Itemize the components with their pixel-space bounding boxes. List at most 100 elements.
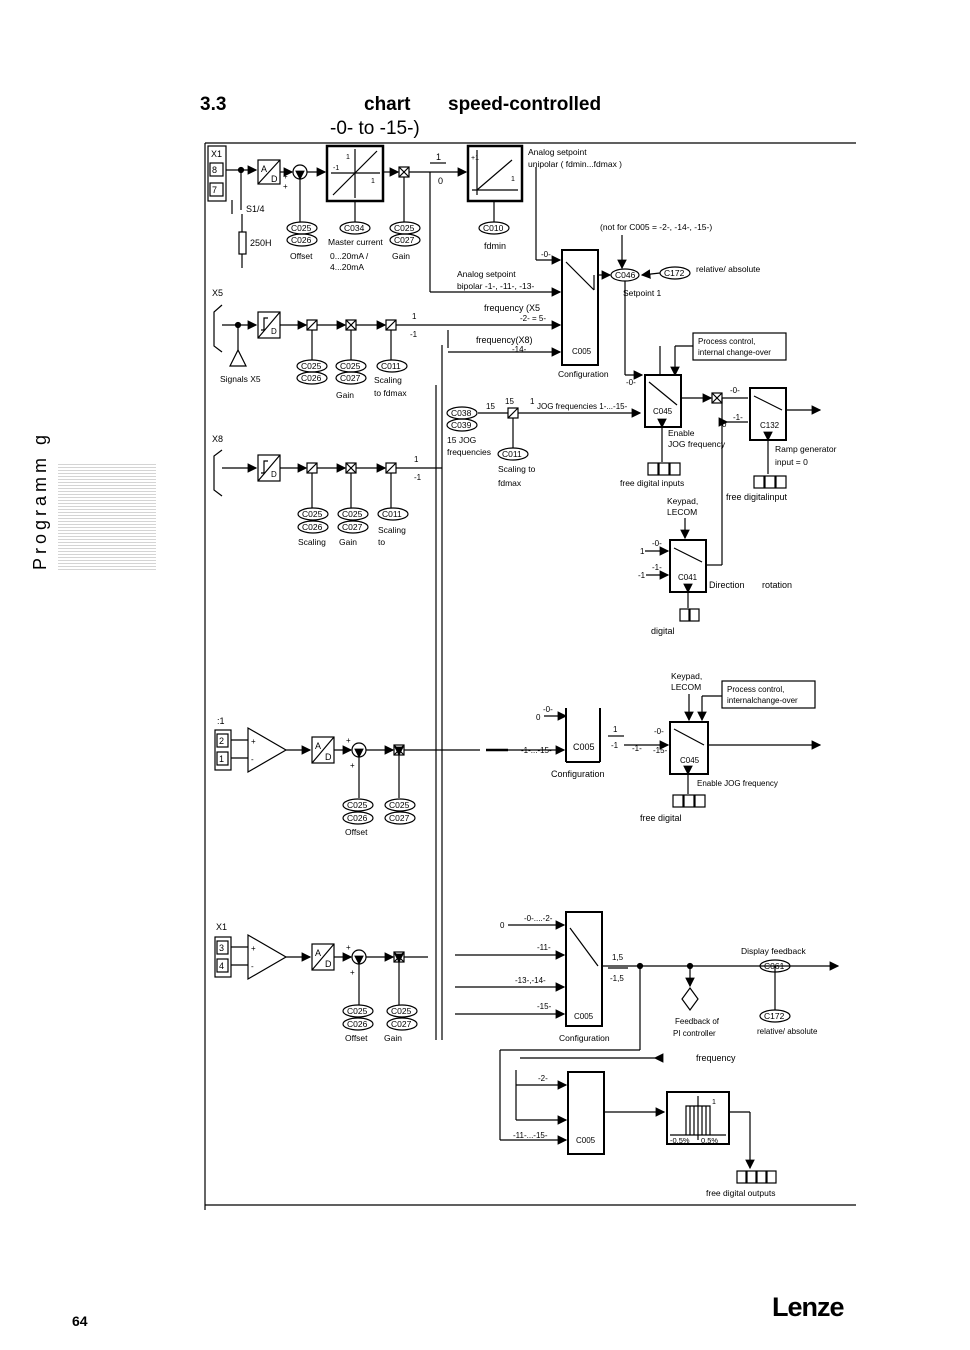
jog-frequencies-label: frequencies [447, 447, 491, 457]
window-neg-label: -0.5% [670, 1136, 690, 1145]
process-control-box-2 [721, 680, 816, 709]
ad-converter-mid: A D [311, 736, 335, 764]
x8-label: X8 [212, 434, 223, 444]
code-c027-x8-gain: C027 [337, 520, 369, 534]
svg-text:15: 15 [486, 402, 495, 411]
configuration-label-2: Configuration [551, 769, 605, 779]
window-pos-label: 0.5% [701, 1136, 718, 1145]
code-c025-x5-gain: C025 [335, 359, 367, 373]
svg-text:C025: C025 [347, 800, 368, 810]
svg-text:C025: C025 [391, 1006, 412, 1016]
freq-converter-x5: D [257, 311, 281, 339]
internal-changeover-label-1: internal change-over [698, 348, 771, 357]
code-c027-mid-gain: C027 [384, 811, 416, 825]
svg-text:C041: C041 [678, 573, 698, 582]
svg-text:-: - [251, 962, 254, 971]
pi-controller-label: PI controller [673, 1029, 716, 1038]
svg-text:-0-: -0- [626, 378, 636, 387]
code-c025-bot-offset: C025 [342, 1004, 374, 1018]
svg-text:+: + [346, 736, 351, 745]
opamp-mid [247, 726, 288, 774]
rotation-label: rotation [762, 580, 792, 590]
svg-text:-15-: -15- [537, 1002, 552, 1011]
code-c025-x8-gain: C025 [337, 507, 369, 521]
svg-text:1: 1 [511, 176, 515, 183]
x1-mid-pin-1: 1 [219, 754, 224, 764]
svg-text:-11-: -11- [537, 943, 551, 952]
terminal-x1-top: X1 8 7 [207, 145, 227, 202]
code-c027-x5-gain: C027 [335, 371, 367, 385]
svg-text:C026: C026 [347, 1019, 368, 1029]
switch-s14-label: S1/4 [246, 204, 265, 214]
x1-pin-8: 8 [212, 165, 217, 175]
scaling-label-x5: Scaling [374, 375, 402, 385]
svg-text:C061: C061 [764, 961, 785, 971]
freq-x5-selector: -2- = 5- [520, 314, 546, 323]
code-c026-x8-scaling: C026 [297, 520, 329, 534]
scaling-to-label: Scaling to [498, 464, 536, 474]
svg-text:+: + [251, 944, 256, 953]
svg-text:D: D [325, 752, 332, 762]
digital-input-pins-2 [753, 475, 787, 489]
fdmax-label: fdmax [498, 478, 522, 488]
code-c010: C010 [478, 221, 510, 235]
c041-block [669, 539, 707, 593]
svg-text:1: 1 [371, 178, 375, 185]
digital-output-pins [736, 1170, 777, 1184]
summing-junction-1 [292, 164, 308, 180]
svg-text:1,5: 1,5 [612, 953, 624, 962]
enable-label: Enable [668, 428, 695, 438]
svg-text:1: 1 [436, 152, 441, 162]
process-control-label-2: Process control, [727, 685, 784, 694]
configuration-label-3: Configuration [559, 1033, 610, 1043]
analog-setpoint-bipolar-label: Analog setpoint [457, 269, 516, 279]
svg-text:1: 1 [346, 154, 350, 161]
svg-text:C027: C027 [394, 235, 415, 245]
svg-text:+1: +1 [471, 155, 479, 162]
svg-text:C027: C027 [391, 1019, 412, 1029]
svg-text:-: - [251, 755, 254, 764]
free-digital-inputs-label: free digital inputs [620, 478, 684, 488]
svg-text:C026: C026 [291, 235, 312, 245]
opamp-bot [247, 933, 288, 981]
c005-config-block-3 [565, 911, 603, 1027]
svg-text:1: 1 [712, 1099, 716, 1106]
multiplier-1 [398, 166, 410, 178]
svg-text:1: 1 [530, 397, 535, 406]
feedback-diamond [681, 986, 699, 1012]
svg-text:1: 1 [412, 312, 417, 321]
svg-text:1: 1 [414, 455, 419, 464]
freq-x5-label: frequency (X5 [484, 303, 540, 313]
code-c011-jog: C011 [497, 447, 529, 461]
to-fdmax-label: to fdmax [374, 388, 407, 398]
code-c027-bot-gain: C027 [386, 1017, 418, 1031]
svg-text:C011: C011 [381, 361, 401, 371]
summing-junction-mid [351, 742, 367, 758]
code-c025-offset: C025 [286, 221, 318, 235]
gain-label-bot: Gain [384, 1033, 402, 1043]
freq-converter-x8: D [257, 454, 281, 482]
svg-text:-0-: -0- [654, 727, 664, 736]
ad-converter-bot: A D [311, 943, 335, 971]
c045-block-top [644, 374, 682, 428]
unipolar-label: unipolar ( fdmin...fdmax ) [528, 159, 622, 169]
freq-x8-label: frequency(X8) [476, 335, 533, 345]
jog-freq-selector: JOG frequencies 1-...-15- [537, 402, 628, 411]
svg-text:15: 15 [505, 397, 514, 406]
direction-label: Direction [709, 580, 745, 590]
svg-text:+: + [350, 968, 355, 977]
svg-text:A: A [261, 164, 267, 174]
code-c026-bot-offset: C026 [342, 1017, 374, 1031]
x1-mid-label: :1 [217, 716, 225, 726]
freq-x8-selector: -14- [512, 345, 527, 354]
svg-text:C025: C025 [342, 509, 363, 519]
svg-text:-1-: -1- [733, 413, 743, 422]
title-subtitle: -0- to -15-) [330, 118, 420, 139]
svg-text:C026: C026 [302, 522, 323, 532]
code-c172-top: C172 [659, 266, 691, 280]
window-comparator: 1 [666, 1091, 730, 1145]
code-c011-x8: C011 [377, 507, 409, 521]
code-c025-bot-gain: C025 [386, 1004, 418, 1018]
svg-text:D: D [271, 327, 277, 336]
